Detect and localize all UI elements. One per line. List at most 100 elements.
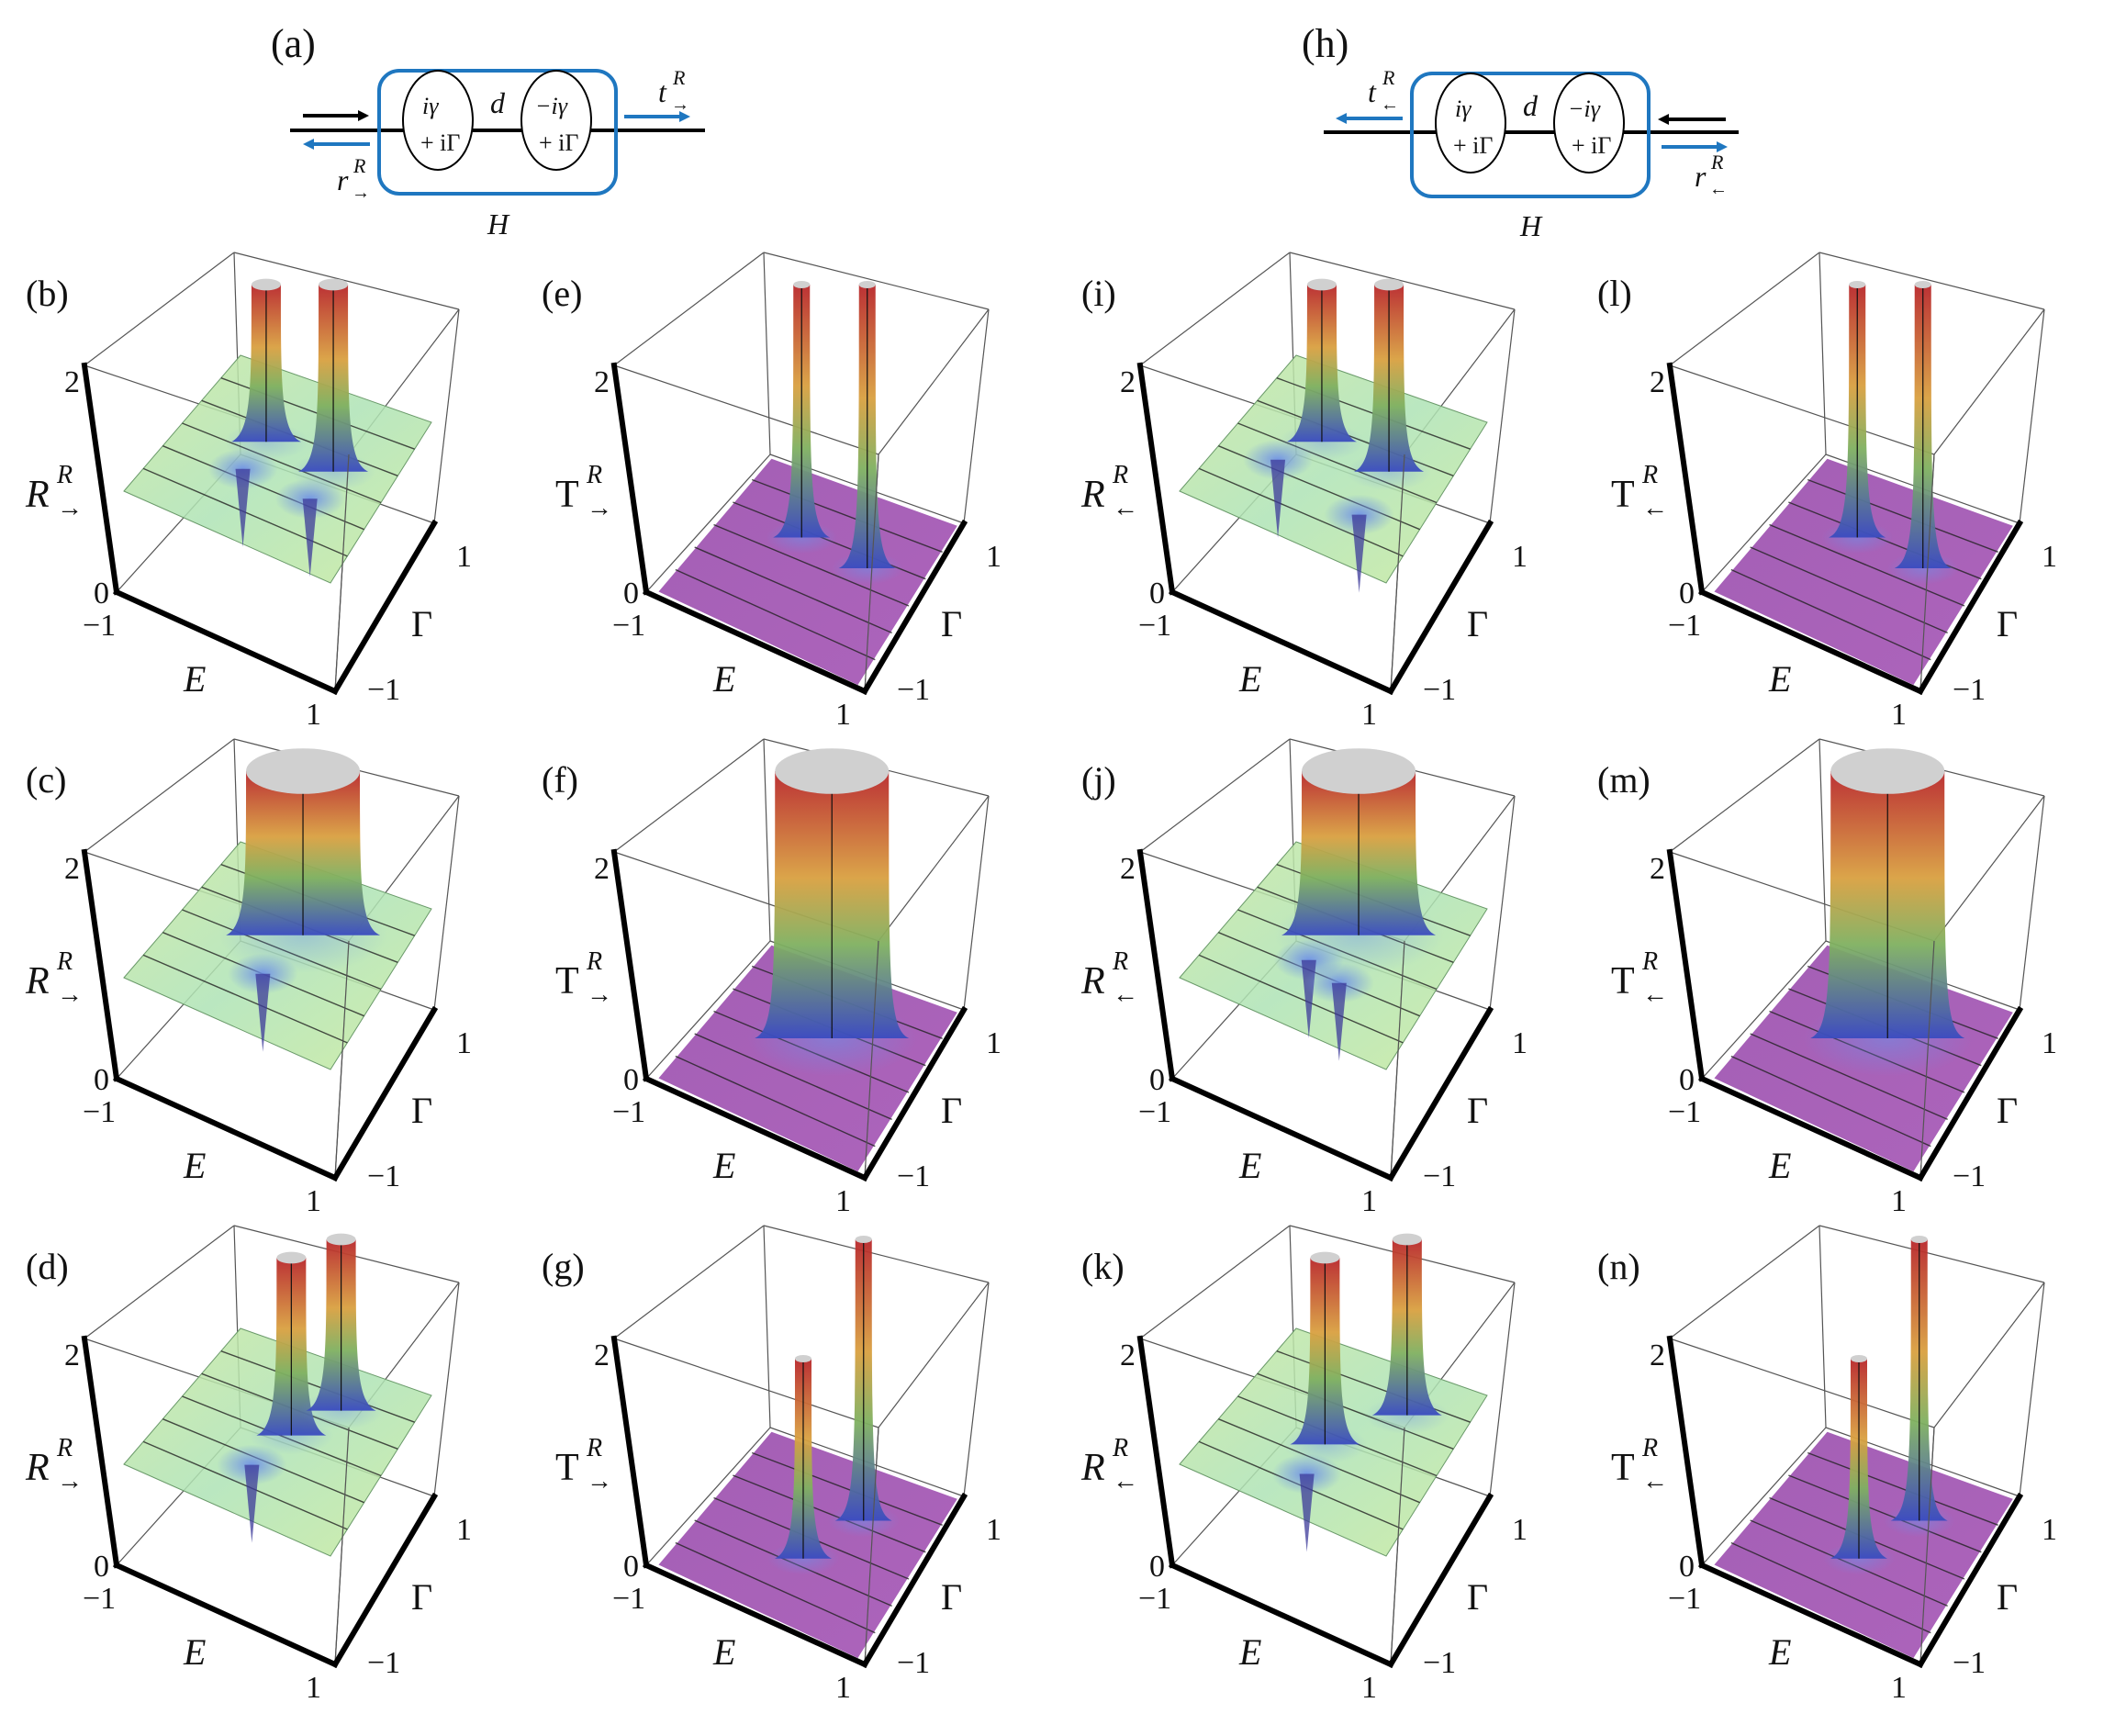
contour-line — [675, 568, 876, 661]
peak-cap — [1910, 1236, 1928, 1243]
e-axis-label: E — [1239, 1145, 1262, 1186]
e-axis-label: E — [1239, 658, 1262, 700]
panel-label: (g) — [542, 1246, 585, 1287]
e-tick-min: −1 — [83, 1095, 117, 1129]
gamma-axis-label: Γ — [1997, 1576, 2019, 1618]
e-tick-max: 1 — [835, 698, 851, 732]
plot-box — [81, 1225, 460, 1669]
e-axis — [1698, 1075, 1924, 1182]
e-axis-label: E — [184, 1631, 207, 1673]
plot-box — [1136, 252, 1516, 696]
gamma-tick-min: −1 — [367, 673, 401, 707]
dip-shading — [1304, 962, 1374, 1003]
gamma-tick-min: −1 — [1423, 1646, 1457, 1680]
e-tick-max: 1 — [835, 1184, 851, 1218]
z-tick-max: 2 — [1650, 365, 1665, 399]
z-tick-max: 2 — [594, 1338, 610, 1372]
z-tick-max: 2 — [1120, 365, 1136, 399]
peak-cap — [1914, 281, 1931, 288]
gamma-tick-max: 1 — [456, 1026, 472, 1060]
gamma-axis-label: Γ — [941, 1576, 963, 1618]
e-tick-min: −1 — [83, 1582, 117, 1616]
hamiltonian-label: H — [487, 207, 509, 241]
z-tick-min: 0 — [94, 577, 109, 610]
gamma-tick-max: 1 — [2042, 1026, 2057, 1060]
e-axis-label: E — [713, 1631, 736, 1673]
e-axis-label: E — [1769, 1145, 1792, 1186]
gamma-axis — [330, 1005, 439, 1182]
peak-cap — [1302, 748, 1416, 794]
z-axis — [81, 1335, 120, 1569]
e-axis-label: E — [184, 1145, 207, 1186]
e-tick-min: −1 — [612, 609, 646, 643]
contour-line — [675, 1541, 876, 1634]
z-tick-min: 0 — [1679, 577, 1695, 610]
panel-label: (n) — [1597, 1246, 1640, 1287]
peak-cap — [793, 281, 811, 288]
peak-cap — [319, 278, 349, 291]
site1-line2: + iΓ — [1453, 132, 1494, 159]
gamma-axis — [1386, 1005, 1494, 1182]
e-tick-min: −1 — [1668, 609, 1702, 643]
contour-line — [694, 1033, 892, 1120]
e-axis-label: E — [1239, 1631, 1262, 1673]
gamma-axis — [860, 1005, 968, 1182]
plot-box — [610, 738, 990, 1182]
contour-line — [751, 478, 943, 553]
site1-line2: + iΓ — [420, 129, 461, 156]
peak-cap — [1310, 1251, 1340, 1264]
z-tick-min: 0 — [1149, 1550, 1165, 1584]
e-axis-label: E — [713, 658, 736, 700]
contour-line — [1257, 1372, 1454, 1450]
gamma-tick-min: −1 — [897, 1646, 931, 1680]
gamma-tick-min: −1 — [367, 1646, 401, 1680]
dip-spike — [235, 468, 251, 547]
contour-line — [1198, 954, 1404, 1044]
contour-line — [162, 445, 364, 531]
e-tick-max: 1 — [1361, 1671, 1377, 1705]
gamma-tick-max: 1 — [986, 1513, 1002, 1547]
z-axis — [1666, 1335, 1706, 1569]
e-axis — [643, 1562, 868, 1668]
gamma-axis-label: Γ — [941, 603, 963, 644]
peak-cap — [1830, 748, 1945, 794]
e-tick-max: 1 — [1361, 698, 1377, 732]
dip-shading — [1324, 494, 1394, 535]
peak-cap — [1851, 1355, 1867, 1362]
gamma-axis — [1916, 1492, 2024, 1669]
gamma-tick-max: 1 — [456, 1513, 472, 1547]
plot-box — [1666, 1225, 2045, 1669]
gamma-axis-label: Γ — [411, 1090, 433, 1131]
site2-line1: −iγ — [535, 93, 568, 119]
contour-line — [1807, 478, 1998, 553]
dip-spike — [302, 498, 318, 577]
gamma-tick-min: −1 — [897, 673, 931, 707]
contour-line — [142, 954, 348, 1044]
gamma-tick-max: 1 — [986, 540, 1002, 574]
gamma-axis-label: Γ — [1997, 1090, 2019, 1131]
z-axis — [81, 848, 120, 1082]
contour-line — [733, 1474, 926, 1553]
e-tick-min: −1 — [1138, 1582, 1172, 1616]
contour-line — [1730, 1055, 1931, 1148]
gamma-axis — [1386, 1492, 1494, 1669]
dip-spike — [1270, 459, 1286, 538]
coupling-label: d — [1523, 89, 1538, 122]
gamma-tick-max: 1 — [986, 1026, 1002, 1060]
e-axis — [1698, 1562, 1924, 1668]
e-tick-min: −1 — [612, 1582, 646, 1616]
z-axis — [1666, 362, 1706, 596]
site2-line2: + iΓ — [1572, 132, 1612, 159]
e-tick-max: 1 — [1891, 1184, 1907, 1218]
contour-line — [142, 1440, 348, 1530]
incident-arrow-icon — [358, 110, 369, 121]
